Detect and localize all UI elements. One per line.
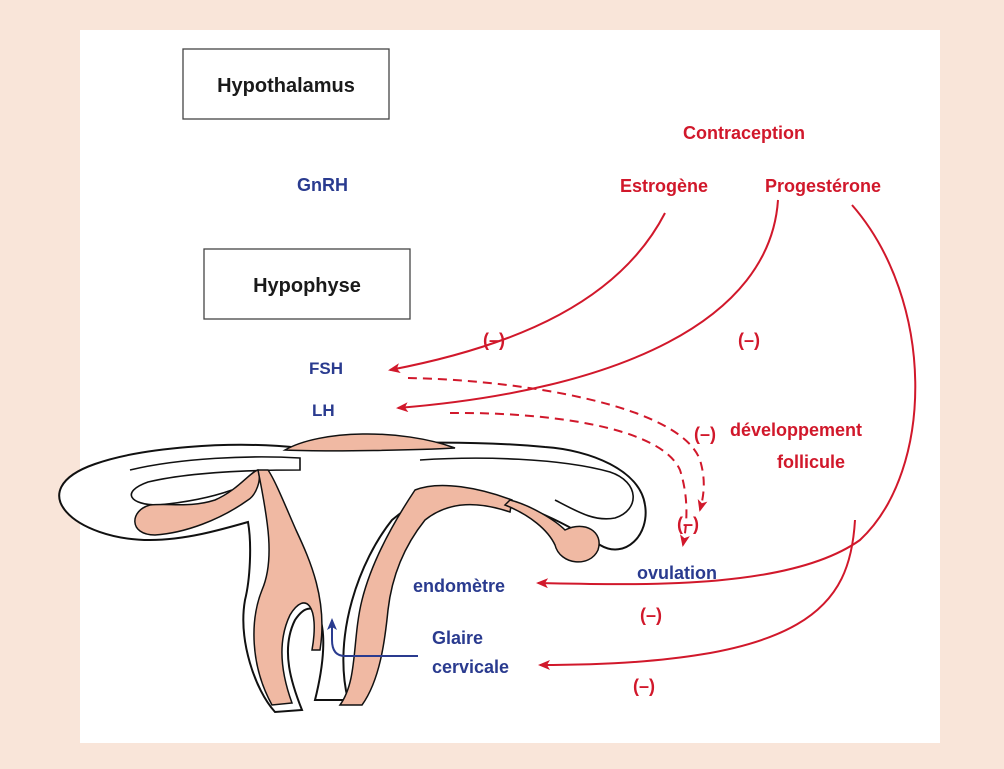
estrogen-label: Estrogène [620,176,708,196]
inhibition-endometrium: (–) [640,605,662,625]
inhibition-mucus: (–) [633,676,655,696]
contraception-title: Contraception [683,123,805,143]
endometrium-label: endomètre [413,576,505,596]
progesterone-to-lh-arrow [398,200,778,408]
development-label-line2: follicule [777,452,845,472]
ovulation-label: ovulation [637,563,717,583]
fundus [285,434,455,451]
mucus-label-line2: cervicale [432,657,509,677]
gnrh-label: GnRH [297,175,348,195]
fsh-label: FSH [309,359,343,378]
inhibition-progesterone-lh: (–) [738,330,760,350]
lh-label: LH [312,401,335,420]
inhibition-development: (–) [694,424,716,444]
inhibition-estrogen-fsh: (–) [483,330,505,350]
mucus-label-line1: Glaire [432,628,483,648]
inhibition-ovulation: (–) [677,514,699,534]
progesterone-label: Progestérone [765,176,881,196]
development-label-line1: développement [730,420,862,440]
hypophyse-label: Hypophyse [253,275,361,297]
uterus-illustration [59,434,645,712]
estrogen-to-fsh-arrow [390,213,665,370]
hypothalamus-label: Hypothalamus [217,75,355,97]
